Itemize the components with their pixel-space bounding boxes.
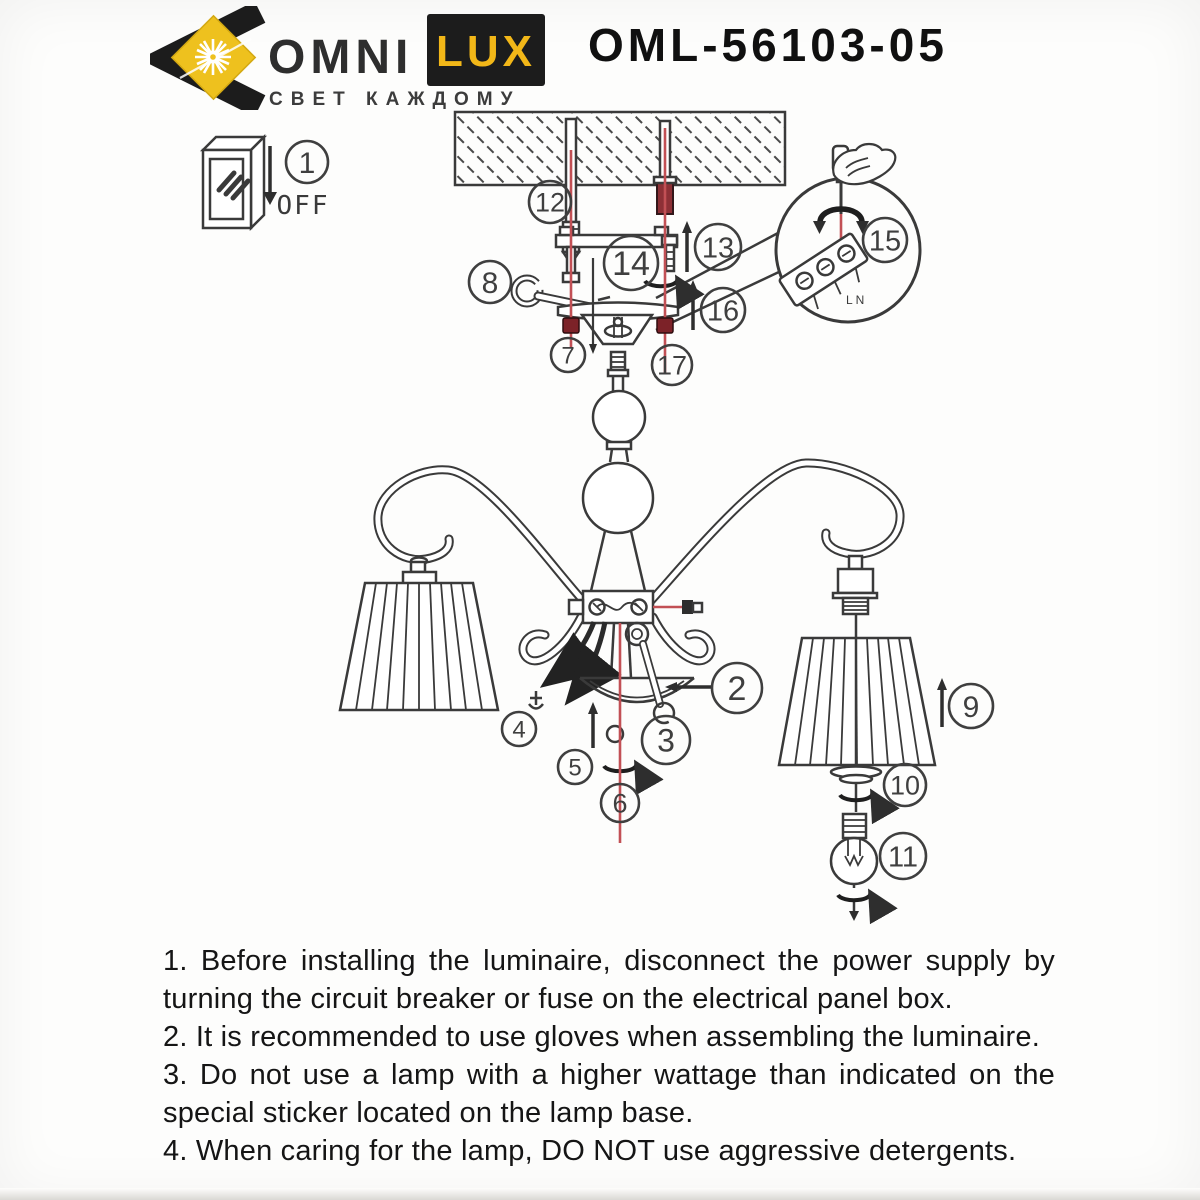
- instruction-line: 1. Before installing the luminaire, disc…: [163, 945, 1055, 977]
- svg-text:11: 11: [888, 841, 918, 873]
- svg-text:13: 13: [702, 232, 734, 264]
- svg-text:10: 10: [890, 771, 920, 801]
- right-shade-pleats: [794, 637, 920, 766]
- svg-text:7: 7: [561, 343, 574, 370]
- callout-2: 2: [710, 661, 764, 715]
- callout-3: 3: [640, 714, 692, 766]
- breaker-switches: [216, 170, 251, 201]
- svg-text:4: 4: [512, 717, 525, 744]
- svg-text:1: 1: [299, 147, 316, 180]
- svg-text:12: 12: [535, 188, 565, 218]
- bulb-globe: [829, 836, 879, 886]
- callout-11: 11: [878, 831, 928, 881]
- logo-chevron-shape: [150, 6, 266, 110]
- callout-6: 6: [599, 782, 641, 824]
- svg-text:8: 8: [482, 267, 499, 300]
- svg-text:3: 3: [657, 723, 675, 759]
- brand-name-right: LUX: [436, 27, 536, 76]
- model-number: OML-56103-05: [588, 19, 948, 71]
- instruction-line: 2. It is recommended to use gloves when …: [163, 1021, 1040, 1053]
- decorative-nuts: [562, 317, 674, 334]
- svg-text:16: 16: [707, 295, 739, 327]
- hand-icon: [832, 142, 897, 186]
- left-shade-assembly: [338, 556, 500, 712]
- arm-connector-plug: [682, 600, 693, 614]
- central-hub: [567, 589, 704, 679]
- wire-end-icon: [528, 691, 544, 710]
- instructions-block: 1. Before installing the luminaire, disc…: [163, 942, 1055, 1170]
- terminal-ln-label: L N: [846, 293, 864, 307]
- callout-16: 16: [699, 286, 747, 334]
- instruction-line: special sticker located on the lamp base…: [163, 1097, 694, 1129]
- wrench-icon-bottom: [624, 621, 680, 728]
- callout-5: 5: [556, 748, 594, 786]
- electrical-panel-box: OFF: [199, 133, 330, 232]
- callout-15: 15: [861, 216, 909, 264]
- terminal-block: [778, 232, 869, 310]
- instruction-line: turning the circuit breaker or fuse on t…: [163, 983, 953, 1015]
- hub-wires: [528, 621, 622, 710]
- rotate-arrow-icon: [813, 206, 869, 234]
- ceiling-canopy: [556, 301, 680, 346]
- brand-mark-icon: [150, 6, 266, 110]
- svg-text:2: 2: [728, 670, 747, 708]
- lux-box: [427, 14, 545, 86]
- brand-logo: OMNI LUX СВЕТ КАЖДОМУ: [150, 6, 545, 110]
- callout-17: 17: [650, 343, 694, 387]
- callouts: 1 2 3 4 5 6 7 8 9 10 11 12 13 14 15 16 1…: [284, 139, 995, 881]
- off-label: OFF: [277, 191, 330, 221]
- column-sphere-large: [581, 461, 655, 535]
- callout-9: 9: [947, 682, 995, 730]
- terminal-detail-magnifier: L N: [655, 142, 922, 332]
- callout-12: 12: [527, 179, 573, 225]
- brand-name-left: OMNI: [268, 31, 413, 84]
- power-down-arrow: [263, 192, 277, 205]
- ceiling-section: [453, 110, 787, 187]
- callout-10: 10: [882, 762, 928, 808]
- callout-8: 8: [467, 259, 513, 305]
- column-sphere-small: [591, 389, 647, 445]
- callout-1: 1: [284, 139, 330, 185]
- right-socket: [836, 567, 875, 595]
- callout-4: 4: [500, 710, 538, 748]
- svg-text:5: 5: [568, 755, 581, 782]
- callout-13: 13: [693, 222, 743, 272]
- callout-14: 14: [602, 234, 660, 292]
- instruction-line: 3. Do not use a lamp with a higher watta…: [163, 1059, 1055, 1091]
- brand-tagline: СВЕТ КАЖДОМУ: [269, 89, 520, 110]
- svg-text:17: 17: [657, 351, 687, 381]
- callout-7: 7: [549, 336, 587, 374]
- left-shade-pleats: [355, 582, 483, 711]
- instruction-line: 4. When caring for the lamp, DO NOT use …: [163, 1135, 1017, 1167]
- svg-text:14: 14: [612, 245, 650, 283]
- svg-text:9: 9: [963, 691, 980, 724]
- svg-text:6: 6: [612, 789, 627, 819]
- center-column: [581, 350, 655, 592]
- right-shade-assembly: [777, 554, 937, 812]
- svg-text:15: 15: [869, 225, 901, 257]
- light-bulb: [829, 812, 879, 921]
